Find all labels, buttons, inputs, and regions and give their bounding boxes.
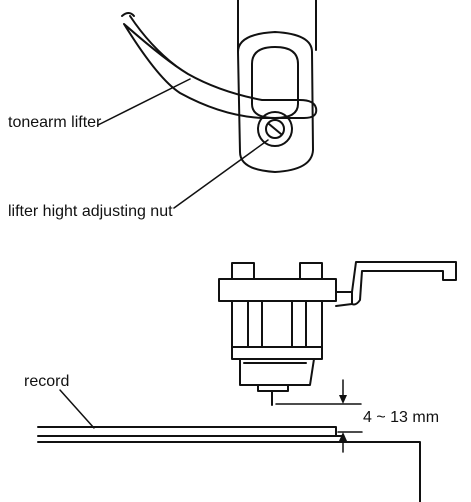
- dimension-arrowheads: [339, 395, 347, 441]
- headshell: [218, 261, 457, 307]
- stylus-gap-label: 4 ~ 13 mm: [363, 409, 440, 426]
- adjusting-nut: [257, 111, 293, 147]
- cartridge-body: [231, 300, 323, 406]
- tonearm-lifter-label: tonearm lifter: [8, 114, 102, 131]
- lifter-housing: [237, 31, 314, 173]
- record-label: record: [24, 373, 70, 390]
- lifter-leader-lines: [97, 78, 269, 209]
- tonearm-lifter-arm: [121, 12, 318, 119]
- record-and-platter: [37, 389, 421, 502]
- adjusting-nut-label: lifter hight adjusting nut: [8, 203, 173, 220]
- lifter-post: [237, 0, 317, 53]
